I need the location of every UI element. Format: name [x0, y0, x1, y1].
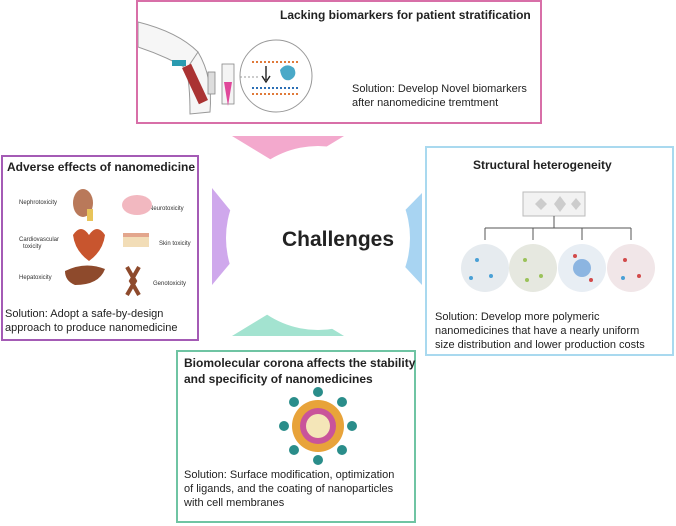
- bottom-title-line1: Biomolecular corona affects the stabilit…: [184, 356, 416, 370]
- blood-draw-illustration: [138, 21, 313, 115]
- skin-icon: [123, 233, 149, 247]
- left-solution-line1: Solution: Adopt a safe-by-design: [5, 308, 164, 320]
- tox-label-cardio-2: toxicity: [23, 244, 42, 250]
- left-solution-line2: approach to produce nanomedicine: [5, 322, 178, 334]
- right-solution-line3: size distribution and lower production c…: [435, 339, 645, 351]
- right-title: Structural heterogeneity: [473, 158, 612, 172]
- liver-icon: [65, 265, 105, 285]
- right-challenge-box: Structural heterogeneity Solution: Devel…: [425, 146, 674, 356]
- top-solution-line2: after nanomedicine tremtment: [352, 97, 499, 109]
- bottom-solution-line1: Solution: Surface modification, optimiza…: [184, 469, 395, 481]
- heterogeneity-illustration: [461, 191, 655, 292]
- bottom-title-line2: and specificity of nanomedicines: [184, 372, 373, 386]
- bottom-solution-line2: of ligands, and the coating of nanoparti…: [184, 483, 394, 495]
- top-title: Lacking biomarkers for patient stratific…: [280, 8, 531, 22]
- bottom-solution-line3: with cell membranes: [184, 497, 285, 509]
- toxicity-icons: [65, 189, 152, 296]
- tox-label-neuro: Neurotoxicity: [149, 206, 184, 212]
- left-title: Adverse effects of nanomedicine: [7, 160, 196, 174]
- bottom-challenge-box: Biomolecular corona affects the stabilit…: [176, 350, 416, 523]
- top-challenge-box: Lacking biomarkers for patient stratific…: [136, 0, 542, 124]
- left-challenge-box: Adverse effects of nanomedicine Nephroto…: [1, 155, 199, 341]
- right-solution-line1: Solution: Develop more polymeric: [435, 311, 600, 323]
- center-title: Challenges: [281, 228, 395, 251]
- top-solution-line1: Solution: Develop Novel biomarkers: [352, 83, 527, 95]
- chromosome-icon: [125, 266, 141, 296]
- right-solution-line2: nanomedicines that have a nearly uniform: [435, 325, 640, 337]
- corona-nanoparticle-icon: [279, 387, 357, 465]
- tox-label-hepato: Hepatoxicity: [19, 275, 52, 281]
- tox-label-geno: Genotoxicity: [153, 281, 187, 287]
- heart-icon: [73, 229, 105, 261]
- brain-icon: [122, 195, 152, 215]
- tox-label-nephro: Nephrotoxicity: [19, 200, 58, 206]
- tox-label-skin: Skin toxicity: [159, 241, 191, 247]
- tox-label-cardio-1: Cardiovascular: [19, 237, 60, 243]
- kidney-icon: [73, 189, 93, 221]
- center-circle: [226, 146, 410, 330]
